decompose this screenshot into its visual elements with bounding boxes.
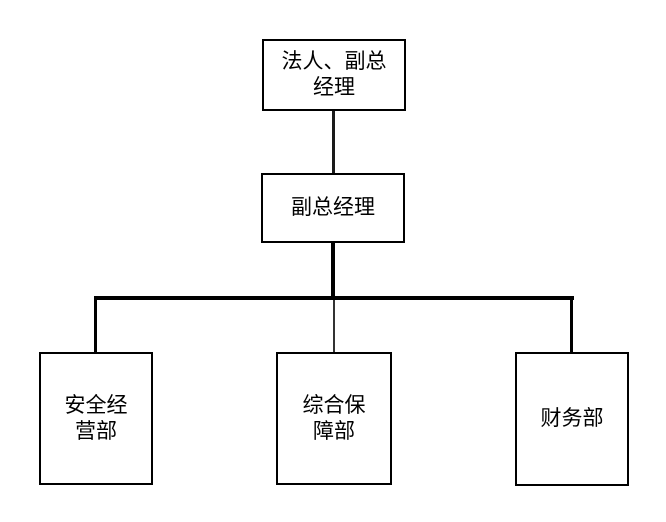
connector-bus-to-safety-operations-dept [94, 296, 97, 352]
connector-vice-gm-to-bus [331, 243, 335, 296]
node-vice-general-manager-label: 副总经理 [291, 196, 375, 219]
connector-root-to-vice-gm [332, 111, 335, 173]
connector-bus-to-finance-dept [570, 296, 573, 352]
node-safety-operations-dept[interactable]: 安全经 营部 [39, 352, 153, 485]
node-legal-vice-general-manager[interactable]: 法人、副总 经理 [262, 39, 406, 111]
node-safety-operations-dept-label: 安全经 营部 [64, 393, 128, 443]
node-legal-vice-general-manager-label: 法人、副总 经理 [281, 50, 387, 99]
node-vice-general-manager[interactable]: 副总经理 [261, 173, 405, 243]
node-comprehensive-support-dept[interactable]: 综合保 障部 [276, 352, 392, 485]
node-comprehensive-support-dept-label: 综合保 障部 [302, 393, 366, 443]
connector-bus-to-comprehensive-support-dept [333, 300, 335, 352]
node-finance-dept-label: 财务部 [540, 407, 604, 430]
connector-horizontal-bus [94, 296, 574, 300]
node-finance-dept[interactable]: 财务部 [515, 352, 629, 486]
